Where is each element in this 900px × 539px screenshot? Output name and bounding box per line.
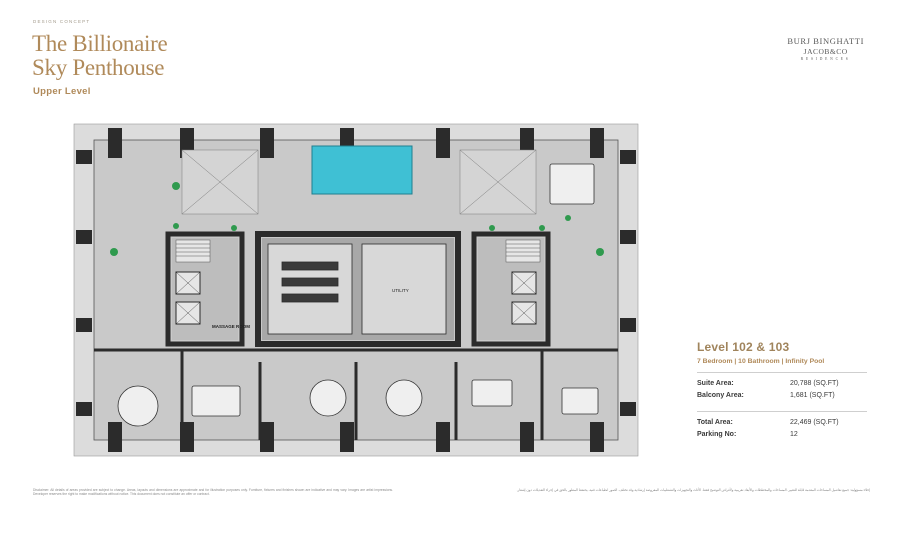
total-area-label: Total Area:: [697, 419, 733, 426]
core-walls: [165, 231, 551, 347]
bedroom-walls: [94, 348, 618, 440]
total-area-value: 22,469 (SQ.FT): [790, 419, 839, 426]
brand-line-1: BURJ BINGHATTI: [787, 36, 864, 46]
features-line: 7 Bedroom | 10 Bathroom | Infinity Pool: [697, 358, 825, 365]
parking-label: Parking No:: [697, 431, 737, 438]
design-concept-tag: DESIGN CONCEPT: [33, 19, 91, 24]
massage-room-label: MASSAGE ROOM: [212, 324, 250, 329]
suite-area-row: Suite Area: 20,788 (SQ.FT): [697, 380, 867, 392]
brand-line-2: JACOB&CO: [803, 47, 848, 56]
voids: [181, 149, 537, 215]
total-area-row: Total Area: 22,469 (SQ.FT): [697, 419, 867, 431]
divider: [697, 372, 867, 373]
title-line-1: The Billionaire: [32, 31, 168, 56]
disclaimer-arabic: إخلاء مسؤولية: جميع تفاصيل المساحات المق…: [516, 488, 870, 492]
balcony-area-label: Balcony Area:: [697, 392, 744, 399]
level-subtitle: Upper Level: [33, 86, 91, 97]
utility-label: UTILITY: [392, 288, 409, 293]
lifts: [175, 271, 537, 325]
infinity-pool: [311, 145, 413, 195]
floor-plan: MASSAGE ROOM UTILITY: [73, 123, 639, 457]
suite-area-value: 20,788 (SQ.FT): [790, 380, 839, 387]
brand-line-3: RESIDENCES: [800, 57, 851, 61]
stairs: [175, 239, 541, 263]
page-title: The Billionaire Sky Penthouse: [32, 31, 168, 80]
round-beds: [117, 163, 599, 427]
balcony-area-value: 1,681 (SQ.FT): [790, 392, 835, 399]
brand-logo: BURJ BINGHATTI JACOB&CO RESIDENCES: [787, 36, 864, 61]
suite-area-label: Suite Area:: [697, 380, 734, 387]
parking-row: Parking No: 12: [697, 431, 867, 443]
columns: [76, 128, 636, 452]
disclaimer-english: Disclaimer: All details of areas provide…: [33, 488, 393, 497]
divider: [697, 411, 867, 412]
core-shafts: [267, 243, 447, 335]
balcony-area-row: Balcony Area: 1,681 (SQ.FT): [697, 392, 867, 404]
plants: [110, 182, 604, 256]
level-heading: Level 102 & 103: [697, 340, 790, 354]
title-line-2: Sky Penthouse: [32, 55, 165, 80]
unit-info-panel: Level 102 & 103 7 Bedroom | 10 Bathroom …: [697, 340, 867, 443]
parking-value: 12: [790, 431, 798, 438]
